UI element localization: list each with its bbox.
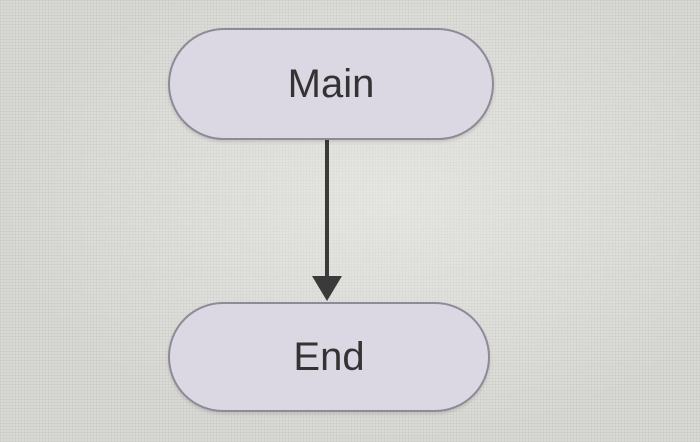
node-end-label: End [293,334,365,379]
connector-arrowhead [312,276,342,301]
node-main[interactable]: Main [168,28,494,140]
node-main-label: Main [287,61,375,106]
node-end[interactable]: End [168,302,490,412]
